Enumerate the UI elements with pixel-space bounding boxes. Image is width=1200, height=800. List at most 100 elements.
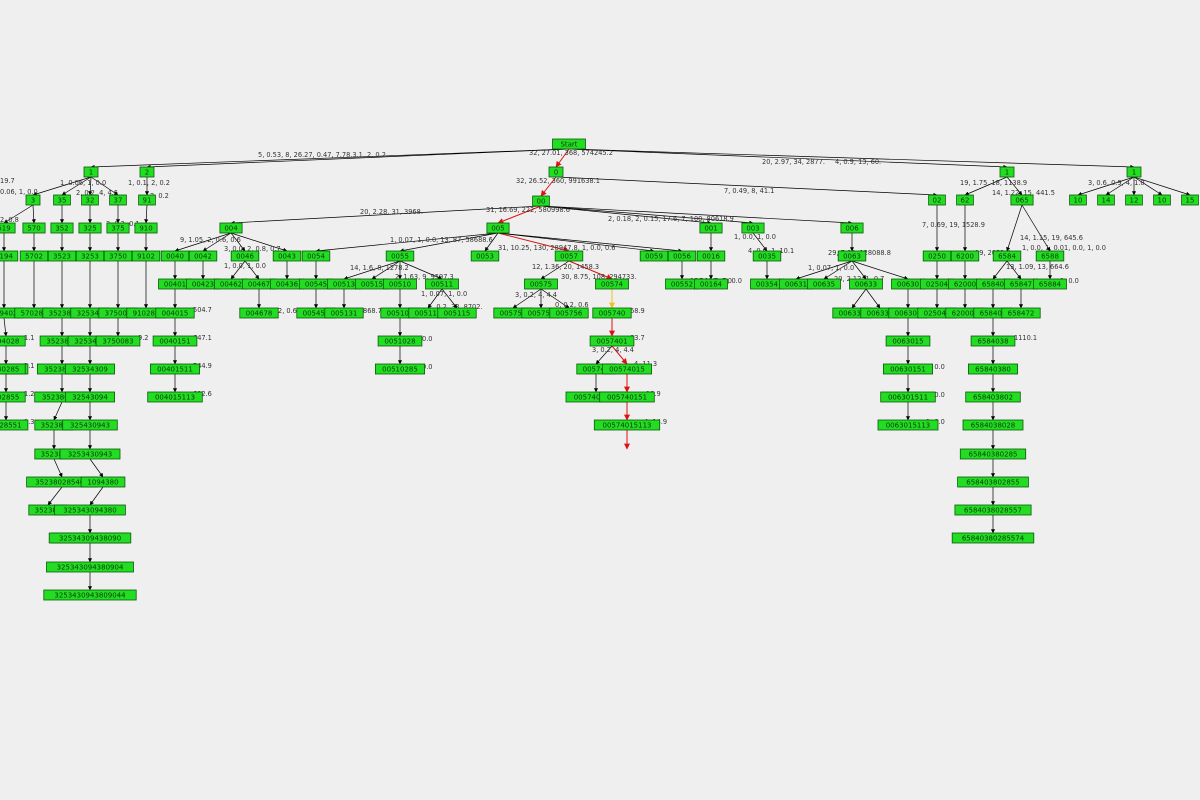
tree-node[interactable]: 658403802855 xyxy=(957,476,1029,488)
tree-node[interactable]: 32543094 xyxy=(65,391,116,403)
tree-node[interactable]: 02 xyxy=(928,194,946,206)
tree-node[interactable]: 065 xyxy=(1010,194,1034,206)
tree-node[interactable]: 658472 xyxy=(1001,307,1041,319)
tree-node[interactable]: 006301511 xyxy=(880,391,936,403)
tree-node[interactable]: 0 xyxy=(548,166,564,178)
tree-node[interactable]: 352 xyxy=(50,222,74,234)
tree-node[interactable]: 00401511 xyxy=(149,363,200,375)
tree-node[interactable]: 0040 xyxy=(160,250,190,262)
tree-node[interactable]: 6584 xyxy=(992,250,1022,262)
tree-node[interactable]: 15 xyxy=(1181,194,1199,206)
tree-node[interactable]: 0053 xyxy=(470,250,500,262)
tree-node[interactable]: 005756 xyxy=(549,307,589,319)
tree-node[interactable]: 325343094380 xyxy=(54,504,126,516)
tree-node[interactable]: 005740151 xyxy=(599,391,655,403)
tree-node[interactable]: 005740 xyxy=(592,307,632,319)
tree-node[interactable]: 3 xyxy=(25,194,41,206)
tree-node[interactable]: 402855 xyxy=(0,391,26,403)
tree-node[interactable]: 325343094380904 xyxy=(46,561,134,573)
tree-node[interactable]: 2 xyxy=(139,166,155,178)
tree-node[interactable]: 0035 xyxy=(752,250,782,262)
tree-node[interactable]: 00552 xyxy=(665,278,699,290)
tree-node[interactable]: 0055 xyxy=(385,250,415,262)
tree-node[interactable]: 6588 xyxy=(1035,250,1065,262)
tree-node[interactable]: 004678 xyxy=(239,307,279,319)
tree-node[interactable]: 658403802 xyxy=(965,391,1021,403)
tree-node[interactable]: 0043 xyxy=(272,250,302,262)
tree-node[interactable]: 0046 xyxy=(230,250,260,262)
tree-node[interactable]: 91 xyxy=(138,194,156,206)
tree-node[interactable]: 00574015 xyxy=(602,363,653,375)
tree-node[interactable]: 00511 xyxy=(425,278,459,290)
tree-node[interactable]: 00635 xyxy=(807,278,841,290)
tree-node[interactable]: 3253430943809044 xyxy=(43,589,137,601)
tree-node[interactable]: 910 xyxy=(134,222,158,234)
tree-node[interactable]: 12 xyxy=(1125,194,1143,206)
tree-node[interactable]: 0059 xyxy=(639,250,669,262)
tree-node[interactable]: 0016 xyxy=(696,250,726,262)
tree-node[interactable]: 00633 xyxy=(849,278,883,290)
tree-node[interactable]: 004015113 xyxy=(147,391,203,403)
tree-node[interactable]: 9102 xyxy=(131,250,161,262)
tree-node[interactable]: 005 xyxy=(486,222,510,234)
tree-node[interactable]: 5702 xyxy=(19,250,49,262)
tree-node[interactable]: 65884 xyxy=(1033,278,1067,290)
tree-node[interactable]: 006 xyxy=(840,222,864,234)
tree-node[interactable]: 65840380 xyxy=(968,363,1019,375)
tree-node[interactable]: 0063015113 xyxy=(877,419,939,431)
tree-node[interactable]: 00354 xyxy=(750,278,784,290)
tree-node[interactable]: 6584038028557 xyxy=(954,504,1032,516)
tree-node[interactable]: 325 xyxy=(78,222,102,234)
tree-node[interactable]: 001 xyxy=(699,222,723,234)
tree-node[interactable]: 6584038 xyxy=(970,335,1016,347)
tree-node[interactable]: 32534309438090 xyxy=(48,532,132,544)
tree-node[interactable]: 00164 xyxy=(694,278,728,290)
tree-node[interactable]: 003 xyxy=(741,222,765,234)
tree-node[interactable]: 14 xyxy=(1097,194,1115,206)
tree-node[interactable]: 00574015113 xyxy=(593,419,661,431)
tree-node[interactable]: 5194 xyxy=(0,250,19,262)
tree-node[interactable]: 62 xyxy=(956,194,974,206)
tree-node[interactable]: 005115 xyxy=(437,307,477,319)
tree-node[interactable]: 37 xyxy=(109,194,127,206)
tree-node[interactable]: 0250 xyxy=(922,250,952,262)
tree-node[interactable]: 004 xyxy=(219,222,243,234)
tree-node[interactable]: 10 xyxy=(1069,194,1087,206)
tree-node[interactable]: 0054 xyxy=(301,250,331,262)
tree-node[interactable]: 3750 xyxy=(103,250,133,262)
tree-node[interactable]: 65840380285574 xyxy=(951,532,1035,544)
tree-node[interactable]: 940285 xyxy=(0,363,26,375)
start-node[interactable]: Start xyxy=(552,138,586,150)
tree-node[interactable]: 004015 xyxy=(155,307,195,319)
tree-node[interactable]: 10 xyxy=(1153,194,1171,206)
tree-node[interactable]: 00510285 xyxy=(374,363,425,375)
tree-node[interactable]: 00436 xyxy=(270,278,304,290)
tree-node[interactable]: 1 xyxy=(83,166,99,178)
tree-node[interactable]: 0063015 xyxy=(885,335,931,347)
tree-node[interactable]: 375 xyxy=(106,222,130,234)
tree-node[interactable]: 00 xyxy=(532,195,550,207)
tree-node[interactable]: 1028551 xyxy=(0,419,29,431)
tree-node[interactable]: 35 xyxy=(53,194,71,206)
tree-node[interactable]: 6584038028 xyxy=(962,419,1024,431)
tree-node[interactable]: 32534309 xyxy=(65,363,116,375)
tree-node[interactable]: 1 xyxy=(999,166,1015,178)
tree-node[interactable]: 1094380 xyxy=(80,476,126,488)
tree-node[interactable]: 65847 xyxy=(1004,278,1038,290)
tree-node[interactable]: 00574 xyxy=(595,278,629,290)
tree-node[interactable]: 3253 xyxy=(75,250,105,262)
tree-node[interactable]: 00510 xyxy=(383,278,417,290)
tree-node[interactable]: 0042 xyxy=(188,250,218,262)
tree-node[interactable]: 00575 xyxy=(524,278,558,290)
tree-node[interactable]: 0040151 xyxy=(152,335,198,347)
tree-node[interactable]: 005131 xyxy=(324,307,364,319)
tree-node[interactable]: 0063 xyxy=(837,250,867,262)
tree-node[interactable]: 519 xyxy=(0,222,16,234)
tree-node[interactable]: 1 xyxy=(1126,166,1142,178)
tree-node[interactable]: 3253430943 xyxy=(59,448,121,460)
tree-node[interactable]: 00630151 xyxy=(883,363,934,375)
tree-node[interactable]: 194028 xyxy=(0,335,26,347)
tree-node[interactable]: 00630 xyxy=(891,278,925,290)
tree-node[interactable]: 3750083 xyxy=(95,335,141,347)
tree-node[interactable]: 6200 xyxy=(950,250,980,262)
